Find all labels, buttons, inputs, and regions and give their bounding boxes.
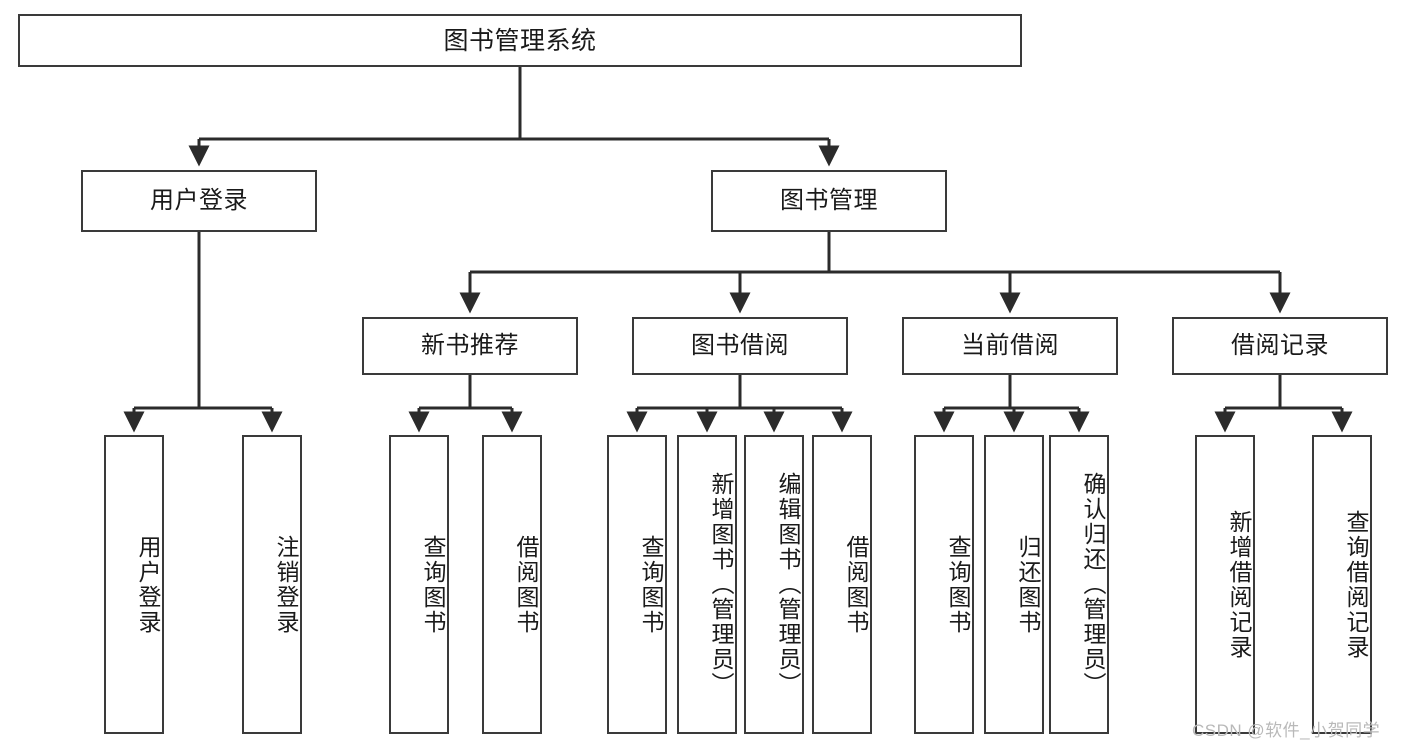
leaf-borrow-borrow-book[interactable]: 借阅图书: [812, 435, 872, 734]
node-root-system[interactable]: 图书管理系统: [18, 14, 1022, 67]
leaf-borrow-add-book-admin[interactable]: 新增图书（管理员）: [677, 435, 737, 734]
watermark-text: CSDN @软件_小贺同学: [1192, 721, 1381, 740]
leaf-current-query-book[interactable]: 查询图书: [914, 435, 974, 734]
leaf-user-login-signout[interactable]: 注销登录: [242, 435, 302, 734]
node-label: 图书管理: [780, 186, 878, 214]
node-label: 图书借阅: [691, 331, 789, 359]
node-label: 借阅记录: [1231, 331, 1329, 359]
node-label: 编辑图书（管理员）: [775, 472, 801, 697]
node-label: 确认归还（管理员）: [1080, 472, 1106, 697]
node-label: 当前借阅: [961, 331, 1059, 359]
node-label: 注销登录: [273, 534, 299, 635]
node-label: 用户登录: [135, 534, 161, 635]
leaf-records-add-record[interactable]: 新增借阅记录: [1195, 435, 1255, 734]
leaf-records-query-record[interactable]: 查询借阅记录: [1312, 435, 1372, 734]
leaf-borrow-edit-book-admin[interactable]: 编辑图书（管理员）: [744, 435, 804, 734]
node-label: 查询图书: [638, 534, 664, 635]
leaf-current-return-book[interactable]: 归还图书: [984, 435, 1044, 734]
node-label: 借阅图书: [513, 534, 539, 635]
node-book-borrow[interactable]: 图书借阅: [632, 317, 848, 375]
node-label: 图书管理系统: [443, 26, 597, 55]
node-current-borrow[interactable]: 当前借阅: [902, 317, 1118, 375]
node-label: 新书推荐: [421, 331, 519, 359]
leaf-recommend-query-book[interactable]: 查询图书: [389, 435, 449, 734]
node-new-book-recommend[interactable]: 新书推荐: [362, 317, 578, 375]
node-label: 新增借阅记录: [1226, 509, 1252, 660]
node-label: 归还图书: [1015, 534, 1041, 635]
node-label: 用户登录: [150, 186, 248, 214]
node-label: 查询借阅记录: [1343, 509, 1369, 660]
node-label: 查询图书: [945, 534, 971, 635]
node-label: 新增图书（管理员）: [708, 472, 734, 697]
leaf-current-confirm-return-admin[interactable]: 确认归还（管理员）: [1049, 435, 1109, 734]
leaf-borrow-query-book[interactable]: 查询图书: [607, 435, 667, 734]
node-book-management[interactable]: 图书管理: [711, 170, 947, 232]
node-label: 查询图书: [420, 534, 446, 635]
node-borrow-records[interactable]: 借阅记录: [1172, 317, 1388, 375]
leaf-user-login-signin[interactable]: 用户登录: [104, 435, 164, 734]
leaf-recommend-borrow-book[interactable]: 借阅图书: [482, 435, 542, 734]
node-label: 借阅图书: [843, 534, 869, 635]
node-user-login[interactable]: 用户登录: [81, 170, 317, 232]
